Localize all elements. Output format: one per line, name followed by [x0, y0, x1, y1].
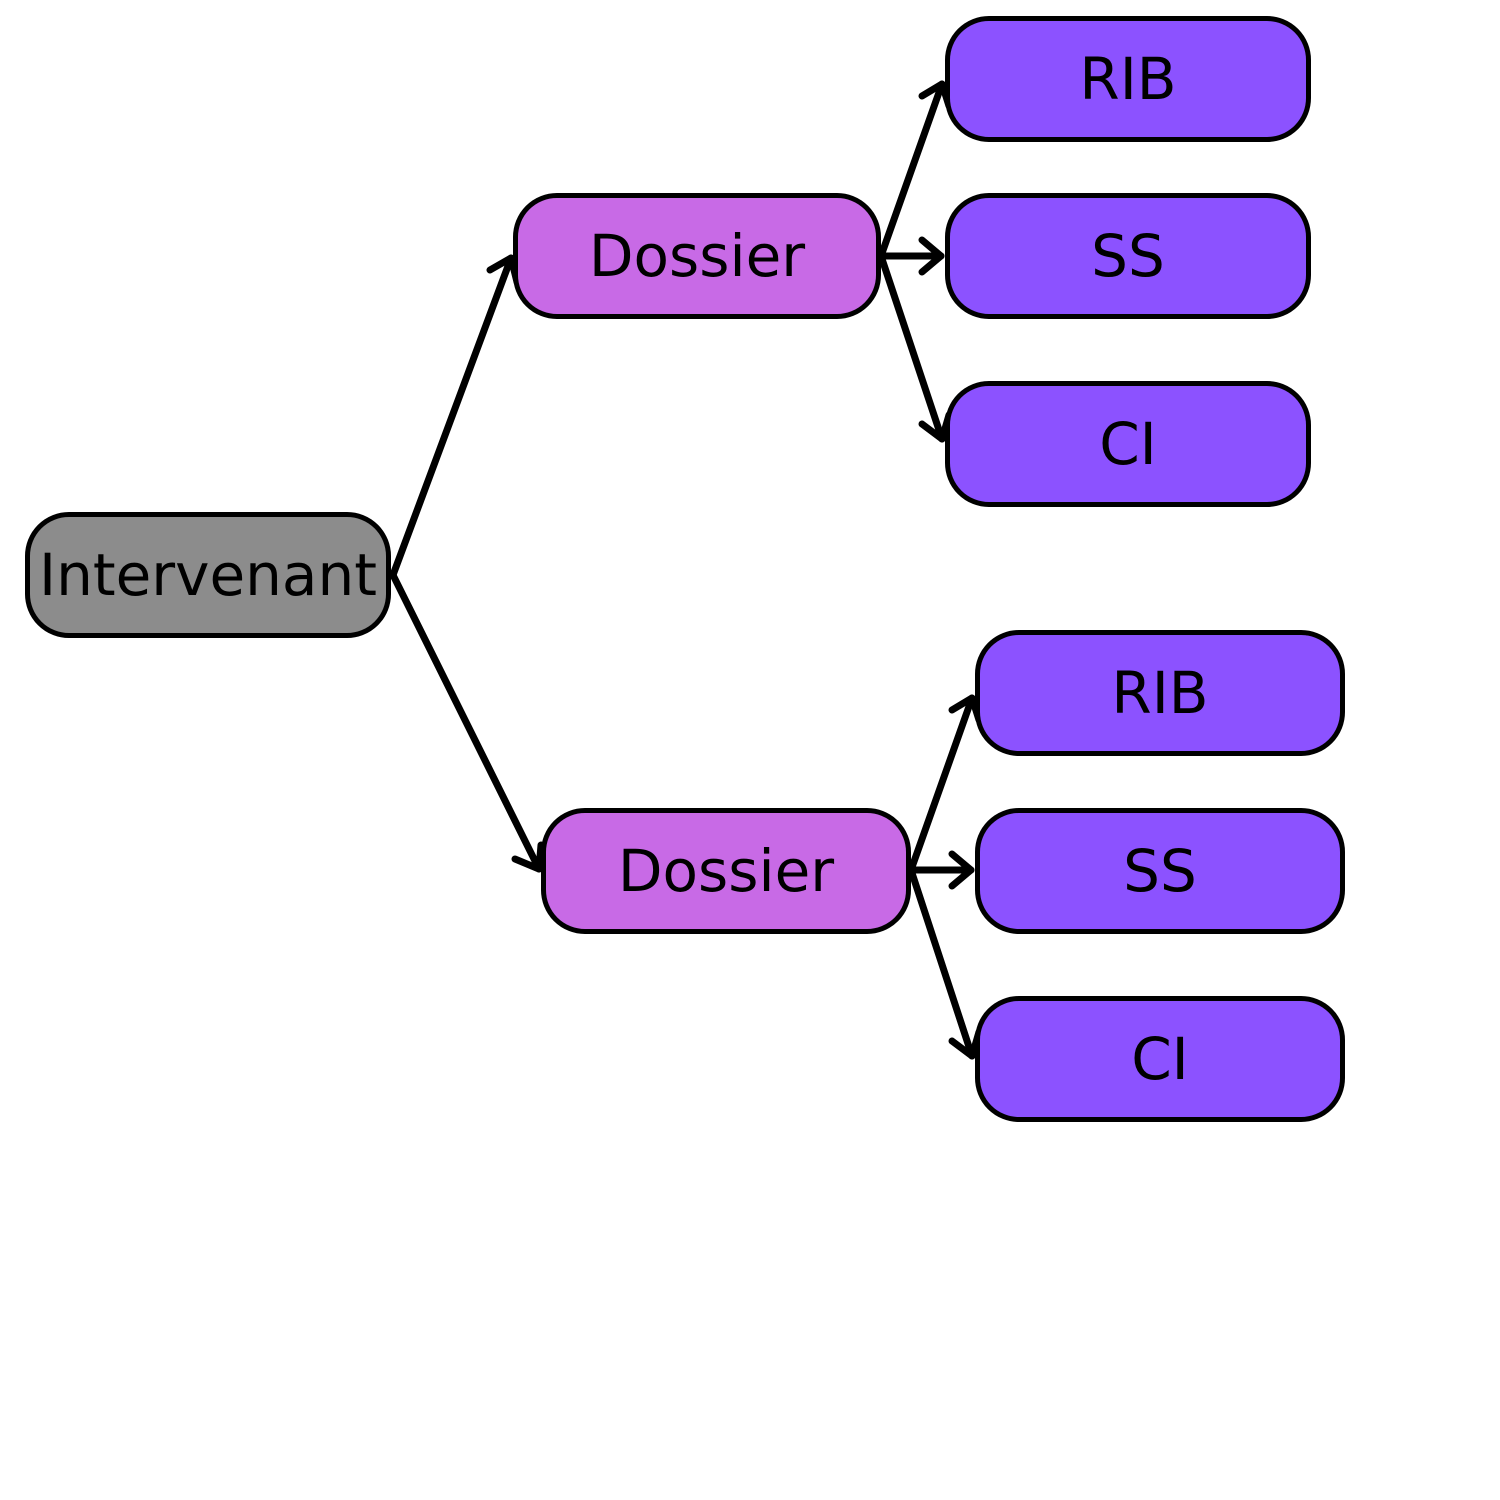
node-dossier-2-ss: SS	[975, 808, 1345, 934]
node-dossier-2-rib: RIB	[975, 630, 1345, 756]
edge-intervenant-to-dossier-2	[389, 571, 545, 873]
node-dossier-2: Dossier	[541, 808, 911, 934]
node-label: RIB	[1111, 659, 1209, 727]
node-label: CI	[1131, 1025, 1189, 1093]
edge-dossier-2-to-rib	[907, 694, 983, 874]
edge-dossier-1-to-ss	[877, 236, 945, 276]
edge-dossier-1-to-rib	[877, 80, 953, 260]
edge-intervenant-to-dossier-1	[389, 254, 521, 579]
node-dossier-1-rib: RIB	[945, 16, 1311, 142]
node-intervenant: Intervenant	[25, 512, 391, 638]
edge-dossier-1-to-ci	[877, 252, 953, 443]
node-label: Dossier	[588, 222, 806, 290]
node-label: CI	[1099, 410, 1157, 478]
node-dossier-1-ci: CI	[945, 381, 1311, 507]
node-label: Intervenant	[39, 541, 377, 609]
edge-dossier-2-to-ss	[907, 850, 975, 890]
node-dossier-1-ss: SS	[945, 193, 1311, 319]
node-dossier-1: Dossier	[513, 193, 881, 319]
node-label: Dossier	[617, 837, 835, 905]
edge-dossier-2-to-ci	[907, 866, 983, 1060]
node-label: RIB	[1079, 45, 1177, 113]
node-label: SS	[1123, 837, 1197, 905]
node-label: SS	[1091, 222, 1165, 290]
node-dossier-2-ci: CI	[975, 996, 1345, 1122]
